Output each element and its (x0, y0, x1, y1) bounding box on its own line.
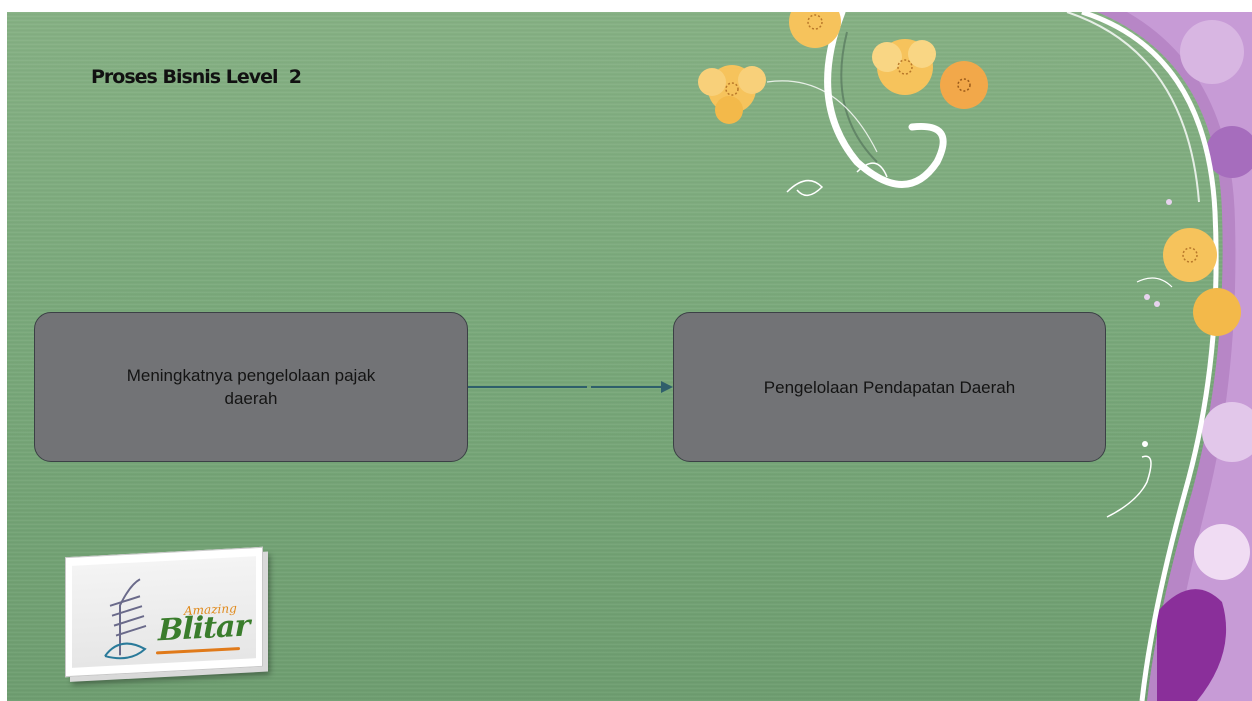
blitar-logo-card: Amazing Blitar (65, 546, 263, 678)
slide: Proses Bisnis Level 2 Meningkatnya penge… (7, 12, 1252, 701)
process-box-source: Meningkatnya pengelolaan pajak daerah (34, 312, 468, 462)
process-box-source-label-line2: daerah (224, 389, 278, 408)
pagoda-icon (104, 578, 147, 660)
process-box-source-label-line1: Meningkatnya pengelolaan pajak (126, 366, 376, 385)
process-box-target-label: Pengelolaan Pendapatan Daerah (763, 377, 1016, 397)
flow-arrow (468, 381, 673, 393)
slide-title: Proses Bisnis Level 2 (91, 66, 302, 88)
process-box-target: Pengelolaan Pendapatan Daerah (673, 312, 1106, 462)
logo-frame: Amazing Blitar (72, 556, 256, 668)
logo-underline (156, 647, 240, 655)
logo-wordmark: Blitar (158, 608, 250, 649)
